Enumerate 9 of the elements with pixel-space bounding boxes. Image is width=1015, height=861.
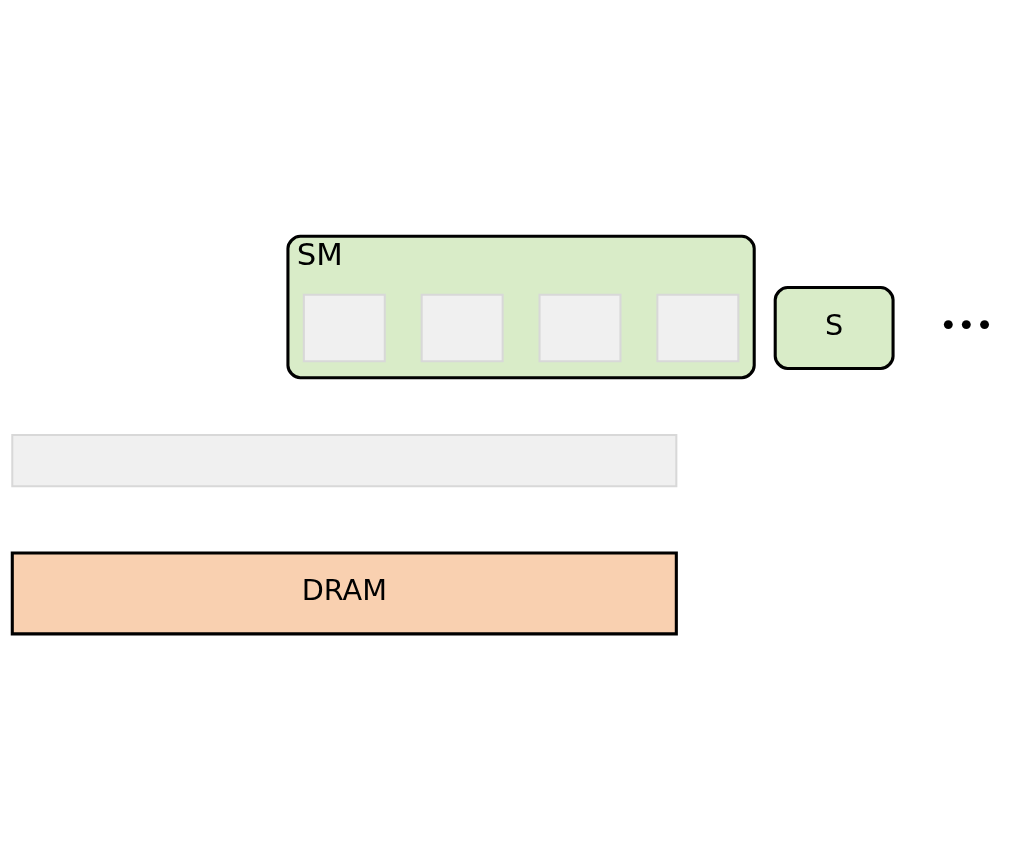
node-box (538, 293, 622, 362)
node-box: DRAM (10, 550, 678, 635)
label: ••• (939, 306, 994, 343)
node-box: S (773, 285, 895, 370)
cluster: SM (286, 234, 756, 379)
node-box (656, 293, 740, 362)
node-bar (11, 433, 678, 487)
node-box (302, 293, 386, 362)
node-box (420, 293, 504, 362)
